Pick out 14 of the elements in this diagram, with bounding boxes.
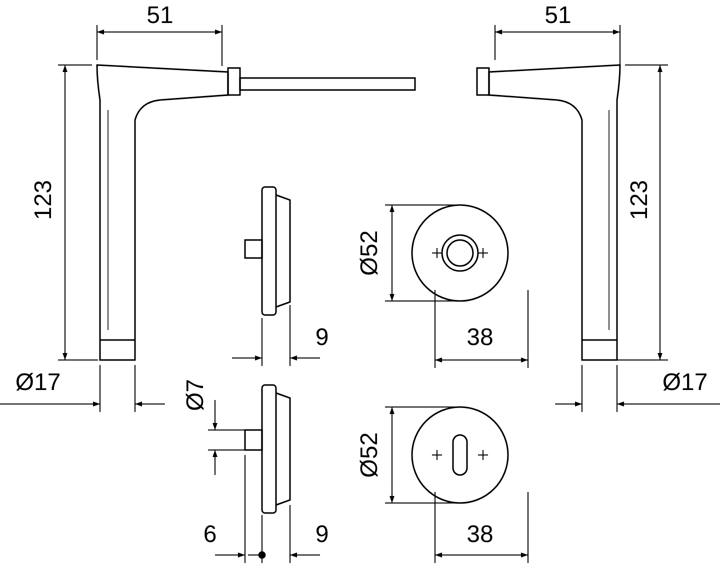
dimension-label: 123 [32, 180, 56, 220]
dimension-label: 9 [315, 523, 329, 547]
dimension-label: 38 [466, 326, 494, 350]
dimension-label: Ø7 [184, 379, 208, 411]
dimension-label: 9 [315, 326, 329, 350]
dimension-label: Ø17 [662, 371, 708, 395]
dimension-label: 6 [203, 523, 217, 547]
dimension-label: 123 [628, 180, 652, 220]
dimension-label: Ø17 [15, 371, 61, 395]
dimension-label: Ø52 [358, 432, 382, 478]
dimension-label: 51 [146, 4, 174, 28]
dimension-label: 38 [466, 523, 494, 547]
dimension-label: 51 [544, 4, 572, 28]
dimension-label: Ø52 [358, 230, 382, 276]
